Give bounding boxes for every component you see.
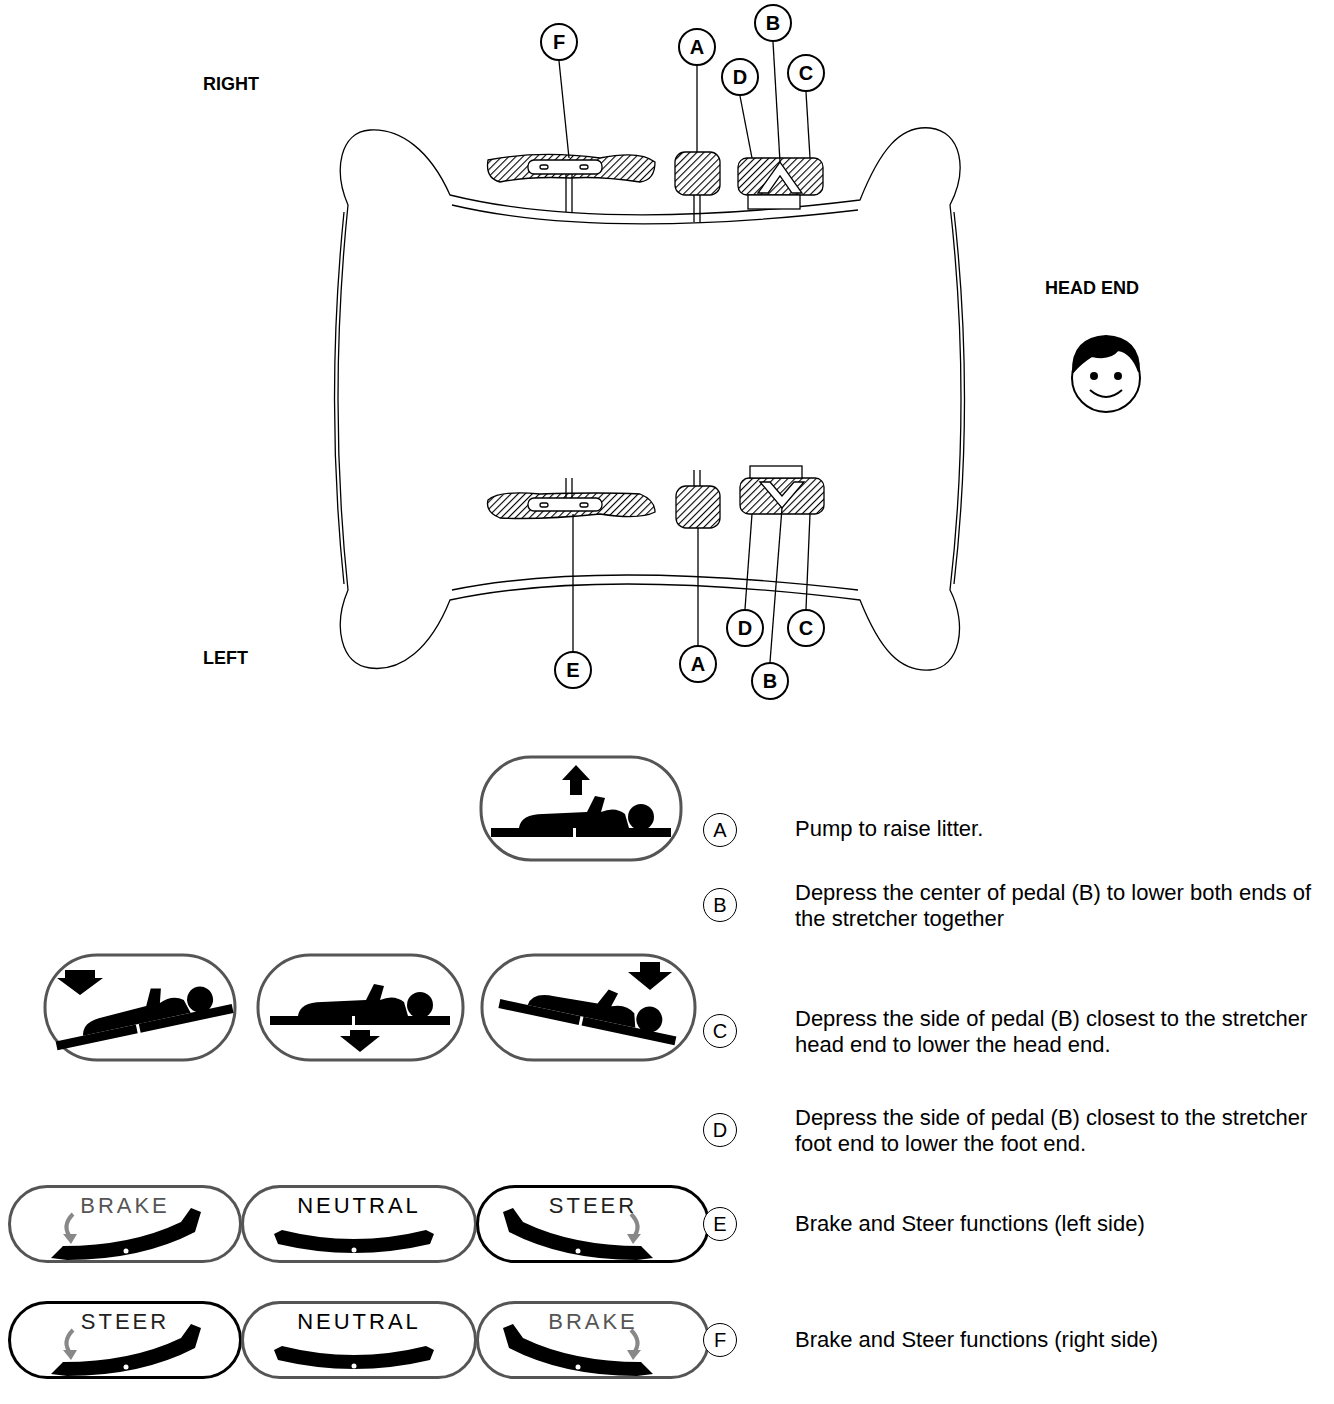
callout-circle: D: [721, 58, 759, 96]
pedals-left-side: [488, 466, 825, 528]
leader-lines: [559, 42, 810, 662]
callout-circle: A: [679, 645, 717, 683]
callout-letter: F: [714, 1329, 726, 1352]
callout-letter: E: [566, 659, 579, 682]
callout-circle: C: [703, 1014, 737, 1048]
callout-circle: A: [678, 28, 716, 66]
function-description: Brake and Steer functions (left side): [795, 1211, 1145, 1237]
callout-circle: F: [703, 1323, 737, 1357]
callout-letter: A: [691, 653, 705, 676]
pedal-position-pill: STEER: [476, 1185, 710, 1263]
callout-letter: E: [713, 1213, 726, 1236]
callout-letter: C: [713, 1020, 727, 1043]
pedal-position-text: BRAKE: [479, 1304, 707, 1335]
pedal-position-pill: STEER: [8, 1301, 242, 1379]
callout-letter: D: [733, 66, 747, 89]
callout-circle: B: [703, 888, 737, 922]
callout-circle: C: [787, 609, 825, 647]
callout-circle: E: [703, 1207, 737, 1241]
callout-circle: E: [554, 651, 592, 689]
callout-circle: A: [703, 813, 737, 847]
head-icon: [1072, 336, 1140, 412]
callout-letter: C: [799, 617, 813, 640]
callout-letter: D: [738, 617, 752, 640]
callout-letter: B: [766, 12, 780, 35]
callout-circle: C: [787, 54, 825, 92]
lower-icons: [45, 955, 695, 1060]
pedal-position-text: STEER: [11, 1304, 239, 1335]
callout-circle: D: [726, 609, 764, 647]
callout-circle: B: [751, 662, 789, 700]
pedal-position-text: NEUTRAL: [244, 1304, 474, 1335]
callout-letter: B: [763, 670, 777, 693]
function-description: Depress the center of pedal (B) to lower…: [795, 880, 1327, 933]
pedal-position-pill: NEUTRAL: [241, 1185, 477, 1263]
function-description: Pump to raise litter.: [795, 816, 983, 842]
callout-letter: F: [553, 31, 565, 54]
callout-letter: C: [799, 62, 813, 85]
pedal-position-pill: NEUTRAL: [241, 1301, 477, 1379]
callout-circle: D: [703, 1113, 737, 1147]
pedal-position-text: NEUTRAL: [244, 1188, 474, 1219]
orientation-label: HEAD END: [1045, 278, 1139, 300]
pedal-position-pill: BRAKE: [8, 1185, 242, 1263]
callout-letter: A: [690, 36, 704, 59]
callout-letter: D: [713, 1119, 727, 1142]
function-description: Depress the side of pedal (B) closest to…: [795, 1105, 1327, 1158]
pedal-position-text: STEER: [479, 1188, 707, 1219]
pedal-position-pill: BRAKE: [476, 1301, 710, 1379]
pedals-right-side: [488, 152, 824, 222]
function-description: Brake and Steer functions (right side): [795, 1327, 1158, 1353]
callout-letter: A: [713, 819, 726, 842]
callout-circle: F: [540, 23, 578, 61]
raise-icon: [481, 757, 681, 860]
callout-letter: B: [713, 894, 726, 917]
stretcher-base: [335, 128, 965, 670]
orientation-label: LEFT: [203, 648, 248, 670]
pedal-position-text: BRAKE: [11, 1188, 239, 1219]
callout-circle: B: [754, 4, 792, 42]
orientation-label: RIGHT: [203, 74, 259, 96]
function-description: Depress the side of pedal (B) closest to…: [795, 1006, 1327, 1059]
